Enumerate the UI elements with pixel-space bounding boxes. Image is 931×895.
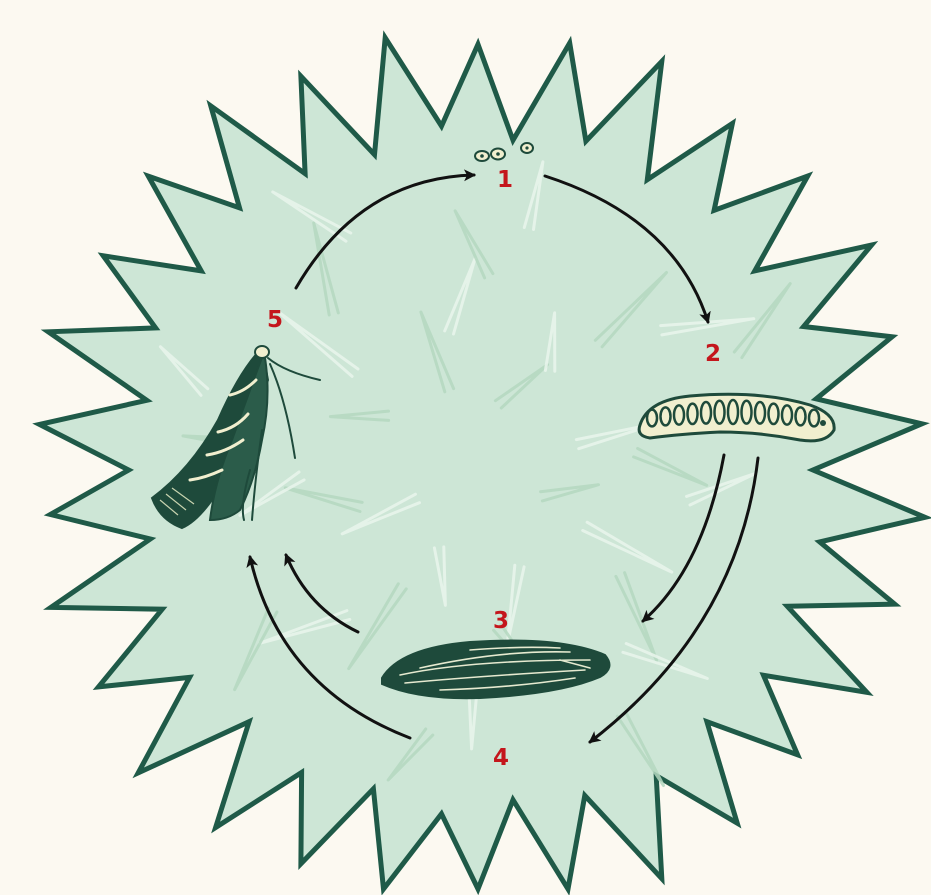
stage-number-4: 4	[493, 745, 509, 771]
stage-number-2: 2	[705, 341, 721, 367]
stage-number-5: 5	[267, 307, 283, 333]
stage-number-3: 3	[493, 608, 509, 634]
stage-number-1: 1	[497, 167, 513, 193]
burr-background	[40, 38, 926, 889]
burr-shape	[40, 38, 926, 889]
